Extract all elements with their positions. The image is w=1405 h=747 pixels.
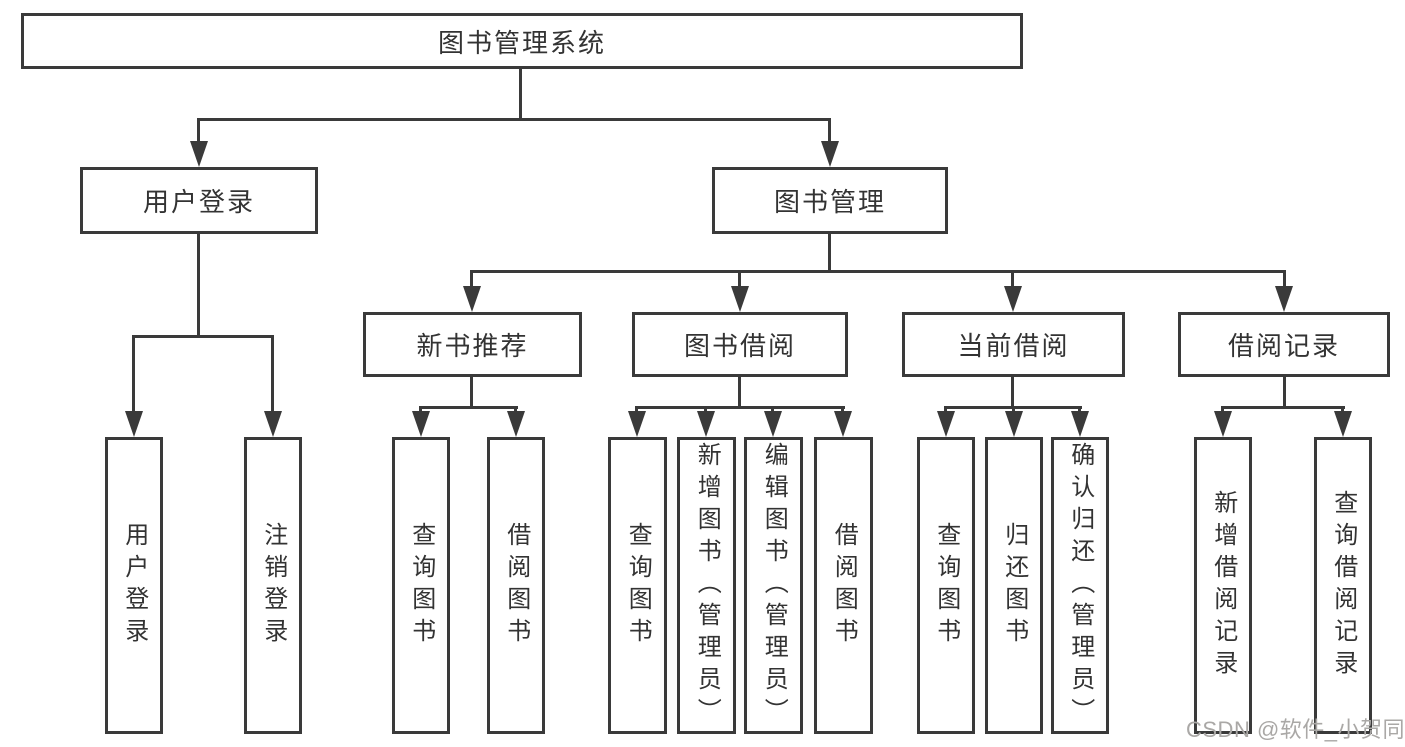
edge-borrow-records-stub (1283, 377, 1286, 408)
edge-to-br-query (1341, 406, 1344, 415)
csdn-watermark: CSDN @软件_小贺同学 (1186, 717, 1405, 742)
node-user-login-label: 用户登录 (142, 187, 255, 217)
leaf-records-query-record: 查询借阅记录 (1314, 437, 1372, 734)
edge-to-user-login (197, 118, 200, 144)
edge-to-borrow-records (1283, 270, 1286, 288)
leaf-records-add-record-label: 新增借阅记录 (1209, 489, 1237, 682)
edge-to-ul-login (132, 335, 135, 413)
edge-to-book-borrowing (738, 270, 741, 288)
node-current-borrowing: 当前借阅 (902, 312, 1125, 377)
node-borrow-records: 借阅记录 (1178, 312, 1390, 377)
leaf-borrowing-edit-books-admin-label: 编辑图书（管理员） (760, 441, 788, 730)
leaf-current-return-books-label: 归还图书 (1000, 521, 1028, 650)
leaf-borrowing-borrow-books-label: 借阅图书 (830, 521, 858, 650)
arrowhead-book-management (821, 141, 839, 167)
leaf-borrowing-add-books-admin: 新增图书（管理员） (677, 437, 736, 734)
leaf-borrowing-borrow-books: 借阅图书 (814, 437, 873, 734)
edge-book-borrowing-rail (635, 406, 845, 409)
leaf-current-confirm-return-admin-label: 确认归还（管理员） (1066, 441, 1094, 730)
node-book-management: 图书管理 (712, 167, 948, 234)
edge-to-nb-borrow (514, 406, 517, 415)
arrowhead-cb-return (1005, 411, 1023, 437)
edge-to-cb-confirm (1078, 406, 1081, 415)
edge-to-br-add (1221, 406, 1224, 415)
leaf-user-login-label: 用户登录 (120, 521, 148, 650)
arrowhead-current-borrowing (1004, 286, 1022, 312)
node-book-management-label: 图书管理 (773, 187, 886, 217)
edge-to-book-management (828, 118, 831, 144)
arrowhead-bb-borrow (834, 411, 852, 437)
edge-borrow-records-rail (1221, 406, 1345, 409)
node-book-borrowing: 图书借阅 (632, 312, 848, 377)
edge-to-current-borrowing (1011, 270, 1014, 288)
leaf-logout-label: 注销登录 (259, 521, 287, 650)
leaf-current-query-books-label: 查询图书 (932, 521, 960, 650)
node-new-book-rec: 新书推荐 (363, 312, 582, 377)
edge-current-borrowing-stub (1011, 377, 1014, 408)
edge-to-bb-borrow (841, 406, 844, 415)
leaf-newrec-borrow-books-label: 借阅图书 (502, 521, 530, 650)
leaf-newrec-query-books: 查询图书 (392, 437, 450, 734)
edge-to-cb-query (944, 406, 947, 415)
leaf-current-return-books: 归还图书 (985, 437, 1043, 734)
edge-to-bb-edit (771, 406, 774, 415)
node-current-borrowing-label: 当前借阅 (957, 331, 1070, 361)
edge-book-management-stub (828, 234, 831, 272)
leaf-newrec-borrow-books: 借阅图书 (487, 437, 545, 734)
edge-level3-rail (470, 270, 1286, 273)
node-borrow-records-label: 借阅记录 (1227, 331, 1340, 361)
arrowhead-new-book-rec (463, 286, 481, 312)
edge-to-nb-query (419, 406, 422, 415)
arrowhead-borrow-records (1275, 286, 1293, 312)
edge-book-borrowing-stub (738, 377, 741, 408)
leaf-records-query-record-label: 查询借阅记录 (1329, 489, 1357, 682)
edge-to-bb-query (635, 406, 638, 415)
leaf-borrowing-add-books-admin-label: 新增图书（管理员） (693, 441, 721, 730)
arrowhead-br-add (1214, 411, 1232, 437)
arrowhead-bb-query (628, 411, 646, 437)
edge-to-new-book-rec (470, 270, 473, 288)
arrowhead-cb-confirm (1071, 411, 1089, 437)
edge-to-ul-logout (271, 335, 274, 413)
leaf-user-login: 用户登录 (105, 437, 163, 734)
arrowhead-ul-login (125, 411, 143, 437)
leaf-newrec-query-books-label: 查询图书 (407, 521, 435, 650)
edge-root-stub (519, 69, 522, 118)
arrowhead-cb-query (937, 411, 955, 437)
arrowhead-bb-edit (764, 411, 782, 437)
leaf-current-confirm-return-admin: 确认归还（管理员） (1051, 437, 1109, 734)
edge-user-login-stub (197, 234, 200, 336)
node-new-book-rec-label: 新书推荐 (416, 331, 529, 361)
arrowhead-book-borrowing (731, 286, 749, 312)
arrowhead-bb-add (697, 411, 715, 437)
edge-new-book-rec-stub (470, 377, 473, 408)
leaf-logout: 注销登录 (244, 437, 302, 734)
arrowhead-nb-query (412, 411, 430, 437)
leaf-borrowing-query-books: 查询图书 (608, 437, 667, 734)
leaf-current-query-books: 查询图书 (917, 437, 975, 734)
leaf-borrowing-edit-books-admin: 编辑图书（管理员） (744, 437, 803, 734)
node-root: 图书管理系统 (21, 13, 1023, 69)
node-root-label: 图书管理系统 (437, 27, 606, 58)
edge-level2-rail (197, 118, 831, 121)
node-book-borrowing-label: 图书借阅 (683, 331, 796, 361)
leaf-borrowing-query-books-label: 查询图书 (624, 521, 652, 650)
arrowhead-user-login (190, 141, 208, 167)
node-user-login: 用户登录 (80, 167, 318, 234)
edge-to-cb-return (1012, 406, 1015, 415)
arrowhead-br-query (1334, 411, 1352, 437)
arrowhead-nb-borrow (507, 411, 525, 437)
leaf-records-add-record: 新增借阅记录 (1194, 437, 1252, 734)
edge-user-login-rail (132, 335, 274, 338)
arrowhead-ul-logout (264, 411, 282, 437)
edge-to-bb-add (704, 406, 707, 415)
edge-new-book-rec-rail (419, 406, 518, 409)
